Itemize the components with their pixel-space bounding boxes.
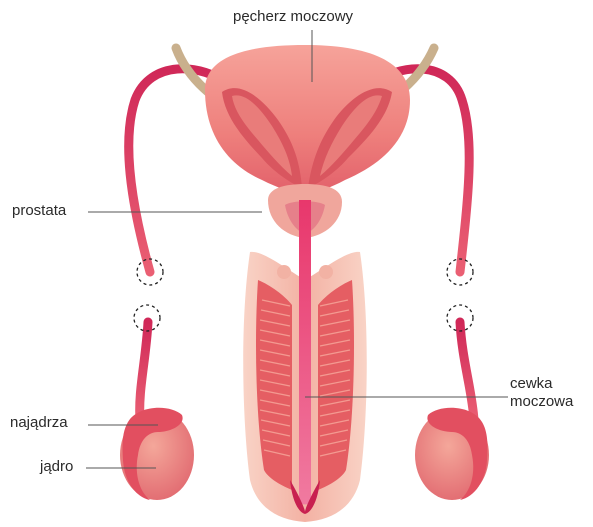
bulbourethral-gland-left	[277, 265, 291, 279]
urethra	[299, 200, 311, 505]
label-epididymis: najądrza	[10, 414, 68, 432]
label-urethra-line2: moczowa	[510, 393, 573, 411]
label-bladder: pęcherz moczowy	[233, 8, 353, 26]
vas-deferens-left-lower	[140, 322, 148, 420]
label-prostate: prostata	[12, 202, 66, 220]
label-urethra-line1: cewka	[510, 375, 573, 393]
bulbourethral-gland-right	[319, 265, 333, 279]
label-testis: jądro	[40, 458, 73, 476]
label-urethra: cewka moczowa	[510, 375, 573, 411]
vas-deferens-right-lower	[460, 322, 474, 420]
